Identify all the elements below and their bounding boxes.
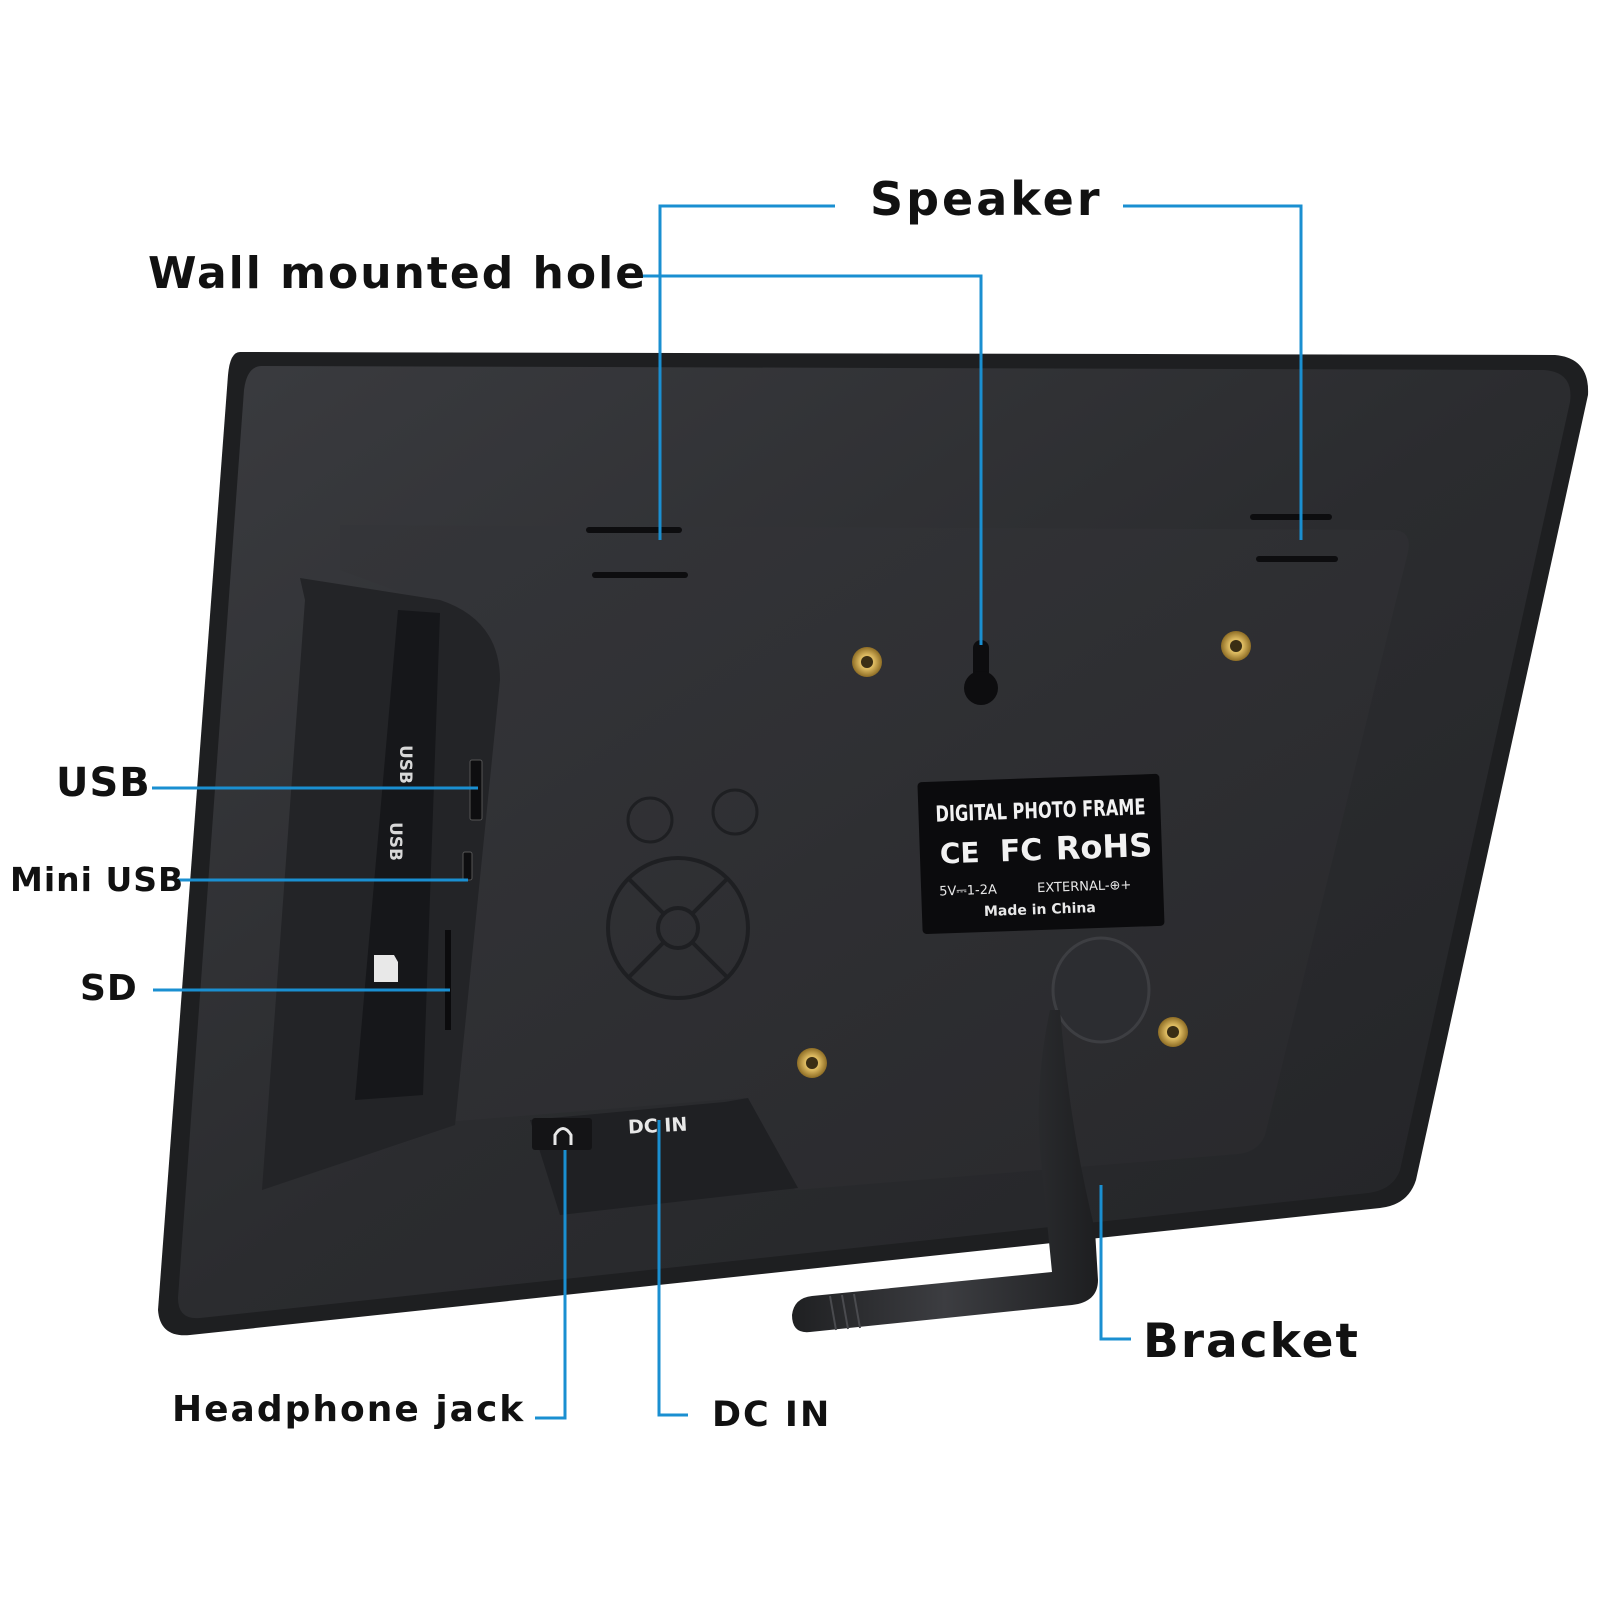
screw-insert <box>797 1048 827 1078</box>
back-raised-panel <box>340 525 1409 1190</box>
control-button-left <box>626 796 674 844</box>
rating-plate: DIGITAL PHOTO FRAME CE FC RoHS 5V⎓1-2A E… <box>917 773 1165 935</box>
svg-text:USB: USB <box>385 822 405 861</box>
ce-mark: CE <box>939 836 980 870</box>
speaker-grille-right <box>1250 514 1338 562</box>
bracket-leader <box>1099 1185 1131 1341</box>
bracket-stand <box>792 936 1151 1333</box>
screw-insert <box>852 647 882 677</box>
rohs-mark: RoHS <box>1055 826 1153 867</box>
dc-in-leader <box>657 1120 688 1417</box>
callout-headphone-jack: Headphone jack <box>172 1389 526 1430</box>
headphone-leader <box>535 1150 567 1420</box>
callout-usb: USB <box>56 760 151 806</box>
dpad-control <box>606 856 750 1000</box>
callout-wall-mounted-hole: Wall mounted hole <box>148 248 648 299</box>
bracket-foot-ridges <box>829 1293 861 1331</box>
headphone-port-recess <box>532 1118 592 1150</box>
headphone-icon <box>553 1127 573 1145</box>
usb-side-label-1: USB <box>395 745 415 784</box>
wall-mount-leader <box>632 274 983 645</box>
speaker-leader-left <box>658 204 835 540</box>
callout-speaker: Speaker <box>870 172 1103 226</box>
callout-dc-in: DC IN <box>712 1395 832 1435</box>
speaker-grille-left <box>586 527 688 578</box>
svg-text:USB: USB <box>395 745 415 784</box>
screw-insert <box>1158 1017 1188 1047</box>
sd-card-icon <box>374 955 398 982</box>
made-in-label: Made in China <box>984 900 1096 920</box>
usb-side-label-2: USB <box>385 822 405 861</box>
callout-mini-usb: Mini USB <box>10 860 185 899</box>
control-button-right <box>711 788 759 836</box>
fcc-mark: FC <box>999 833 1043 869</box>
callout-sd: SD <box>80 968 138 1009</box>
wall-mount-keyhole <box>964 640 998 705</box>
power-rating: 5V⎓1-2A <box>939 883 997 900</box>
external-polarity: EXTERNAL-⊕+ <box>1037 878 1132 896</box>
callout-bracket: Bracket <box>1143 1314 1360 1369</box>
screw-insert <box>1221 631 1251 661</box>
sd-slot <box>445 930 451 1030</box>
bottom-port-block <box>530 1098 798 1215</box>
usb-port <box>469 759 483 821</box>
speaker-leader-right <box>1123 204 1303 540</box>
